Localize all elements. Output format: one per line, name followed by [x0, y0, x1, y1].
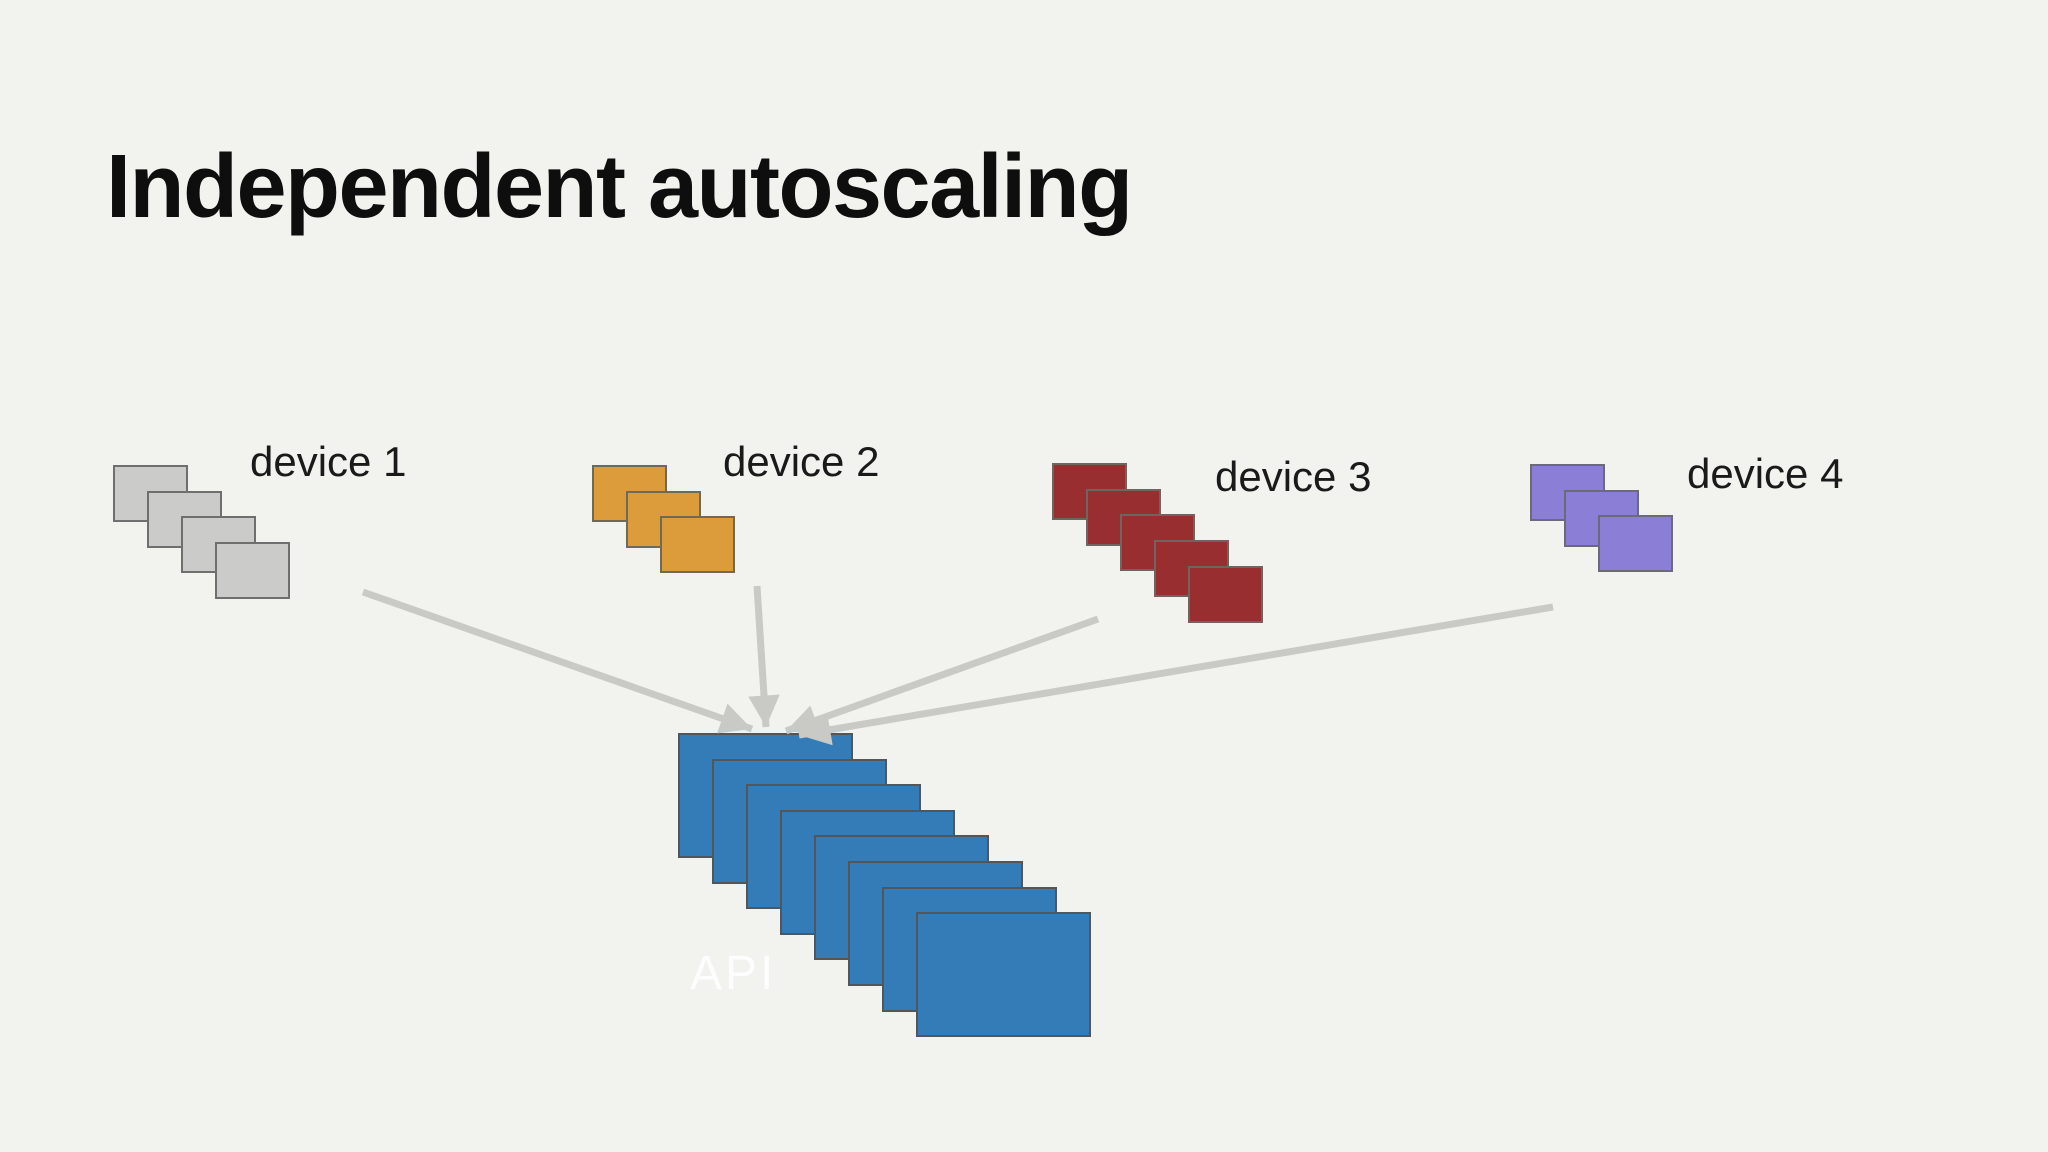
device-3-square	[1188, 565, 1263, 623]
device-2-square	[660, 516, 735, 574]
device-1-label: device 1	[250, 438, 407, 485]
api-label: API	[690, 947, 777, 1000]
device-1-square	[215, 542, 290, 600]
device-4-label: device 4	[1687, 450, 1844, 497]
device-4-square	[1598, 515, 1673, 573]
api-square	[916, 912, 1091, 1038]
device-2-label: device 2	[723, 438, 880, 485]
slide-title: Independent autoscaling	[106, 137, 1133, 237]
device-3-label: device 3	[1215, 453, 1372, 500]
